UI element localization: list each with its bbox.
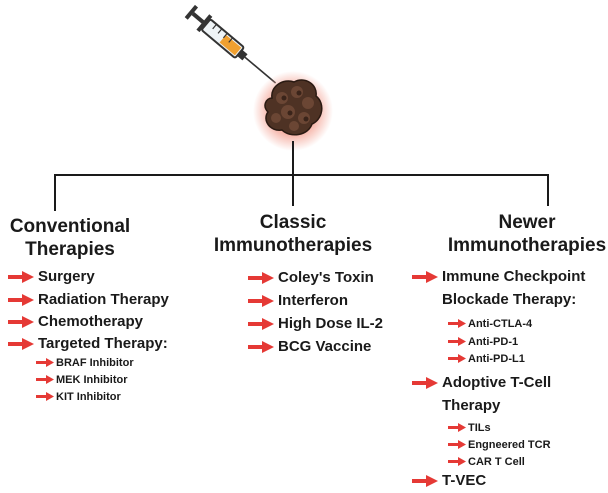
arrow-right-icon	[248, 272, 274, 284]
arrow-right-icon	[8, 271, 34, 283]
heading-conventional-therapies: Conventional Therapies	[9, 216, 131, 260]
tumor-icon	[253, 71, 333, 151]
arrow-right-icon	[36, 375, 54, 384]
tree-connector	[54, 141, 549, 211]
arrow-right-icon	[412, 377, 438, 389]
heading-classic-immunotherapies: Classic Immunotherapies	[213, 212, 373, 256]
arrow-right-icon	[412, 475, 438, 487]
arrow-right-icon	[412, 271, 438, 283]
arrow-right-icon	[248, 318, 274, 330]
arrow-right-icon	[448, 354, 466, 363]
arrow-right-icon	[36, 358, 54, 367]
arrow-right-icon	[448, 423, 466, 432]
arrow-right-icon	[448, 319, 466, 328]
syringe-icon	[184, 4, 277, 84]
arrow-right-icon	[36, 392, 54, 401]
arrow-right-icon	[8, 338, 34, 350]
arrow-right-icon	[8, 294, 34, 306]
arrow-right-icon	[448, 457, 466, 466]
arrow-right-icon	[248, 295, 274, 307]
heading-newer-immunotherapies: Newer Immunotherapies	[447, 212, 607, 256]
arrow-right-icon	[248, 341, 274, 353]
arrow-right-icon	[448, 337, 466, 346]
arrow-right-icon	[8, 316, 34, 328]
arrow-right-icon	[448, 440, 466, 449]
